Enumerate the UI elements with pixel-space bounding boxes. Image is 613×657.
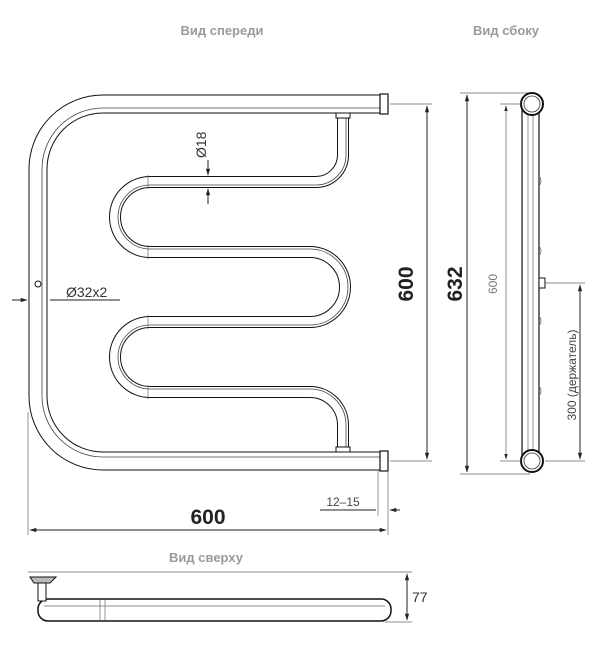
top-view: 77 (28, 571, 428, 623)
width-total-dim: 600 (190, 506, 225, 529)
pipe-outer-dim: Ø32x2 (66, 284, 107, 300)
wall-bracket (29, 576, 58, 584)
side-height-dim: 600 (486, 274, 500, 294)
side-view: 600 300 (держатель) (486, 92, 585, 473)
serpentine-pipe (109, 112, 351, 453)
height-total-dim: 632 (444, 266, 467, 301)
side-view-title: Вид сбоку (473, 23, 540, 38)
top-view-title: Вид сверху (169, 550, 244, 565)
depth-dim: 77 (412, 589, 428, 605)
front-view: Ø18 Ø32x2 600 12–15 600 632 (12, 92, 530, 535)
holder-dim: 300 (держатель) (565, 329, 579, 420)
holder-point (34, 280, 42, 288)
height-axis-dim: 600 (395, 266, 418, 301)
pipe-inner-dim: Ø18 (193, 131, 209, 158)
offset-dim: 12–15 (326, 495, 360, 509)
front-view-title: Вид спереди (181, 23, 264, 38)
